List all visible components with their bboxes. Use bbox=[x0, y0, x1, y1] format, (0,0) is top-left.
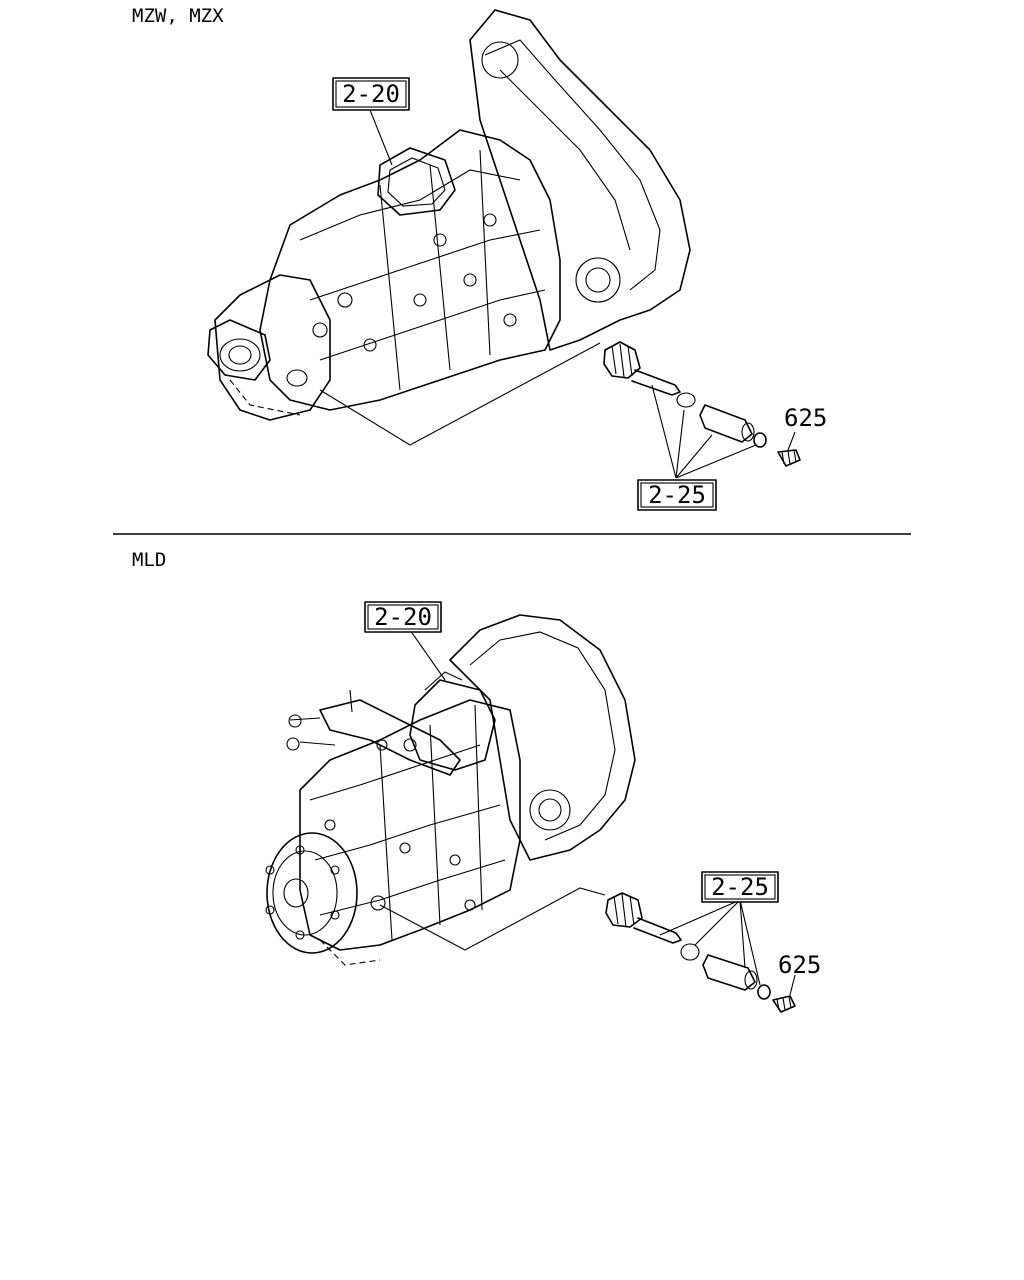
model-label-top: MZW, MZX bbox=[132, 5, 224, 27]
callout-2-25: 2-25 bbox=[711, 873, 769, 901]
section-top: MZW, MZX bbox=[132, 5, 827, 511]
transmission-drawing-bottom bbox=[265, 614, 636, 966]
callout-box-2-25-bottom: 2-25 bbox=[701, 871, 779, 903]
leader-line bbox=[659, 899, 761, 986]
callout-box-2-20-bottom: 2-20 bbox=[364, 601, 442, 633]
leader-line bbox=[787, 431, 796, 451]
callout-box-2-25-top: 2-25 bbox=[637, 479, 717, 511]
leader-line bbox=[379, 887, 606, 951]
leader-line bbox=[789, 974, 796, 996]
callout-box-2-20-top: 2-20 bbox=[332, 77, 410, 111]
speedometer-parts-top bbox=[603, 341, 801, 467]
callout-625: 625 bbox=[778, 951, 821, 979]
speedometer-parts-bottom bbox=[605, 892, 796, 1013]
section-bottom: MLD bbox=[132, 549, 821, 1013]
model-label-bottom: MLD bbox=[132, 549, 166, 571]
callout-2-25: 2-25 bbox=[648, 481, 706, 509]
callout-2-20: 2-20 bbox=[374, 603, 432, 631]
leader-line bbox=[651, 384, 757, 479]
callout-2-20: 2-20 bbox=[342, 80, 400, 108]
transmission-drawing-top bbox=[207, 9, 691, 421]
callout-625: 625 bbox=[784, 404, 827, 432]
leader-line bbox=[369, 109, 393, 166]
leader-line bbox=[409, 629, 446, 681]
leader-line bbox=[319, 342, 601, 446]
